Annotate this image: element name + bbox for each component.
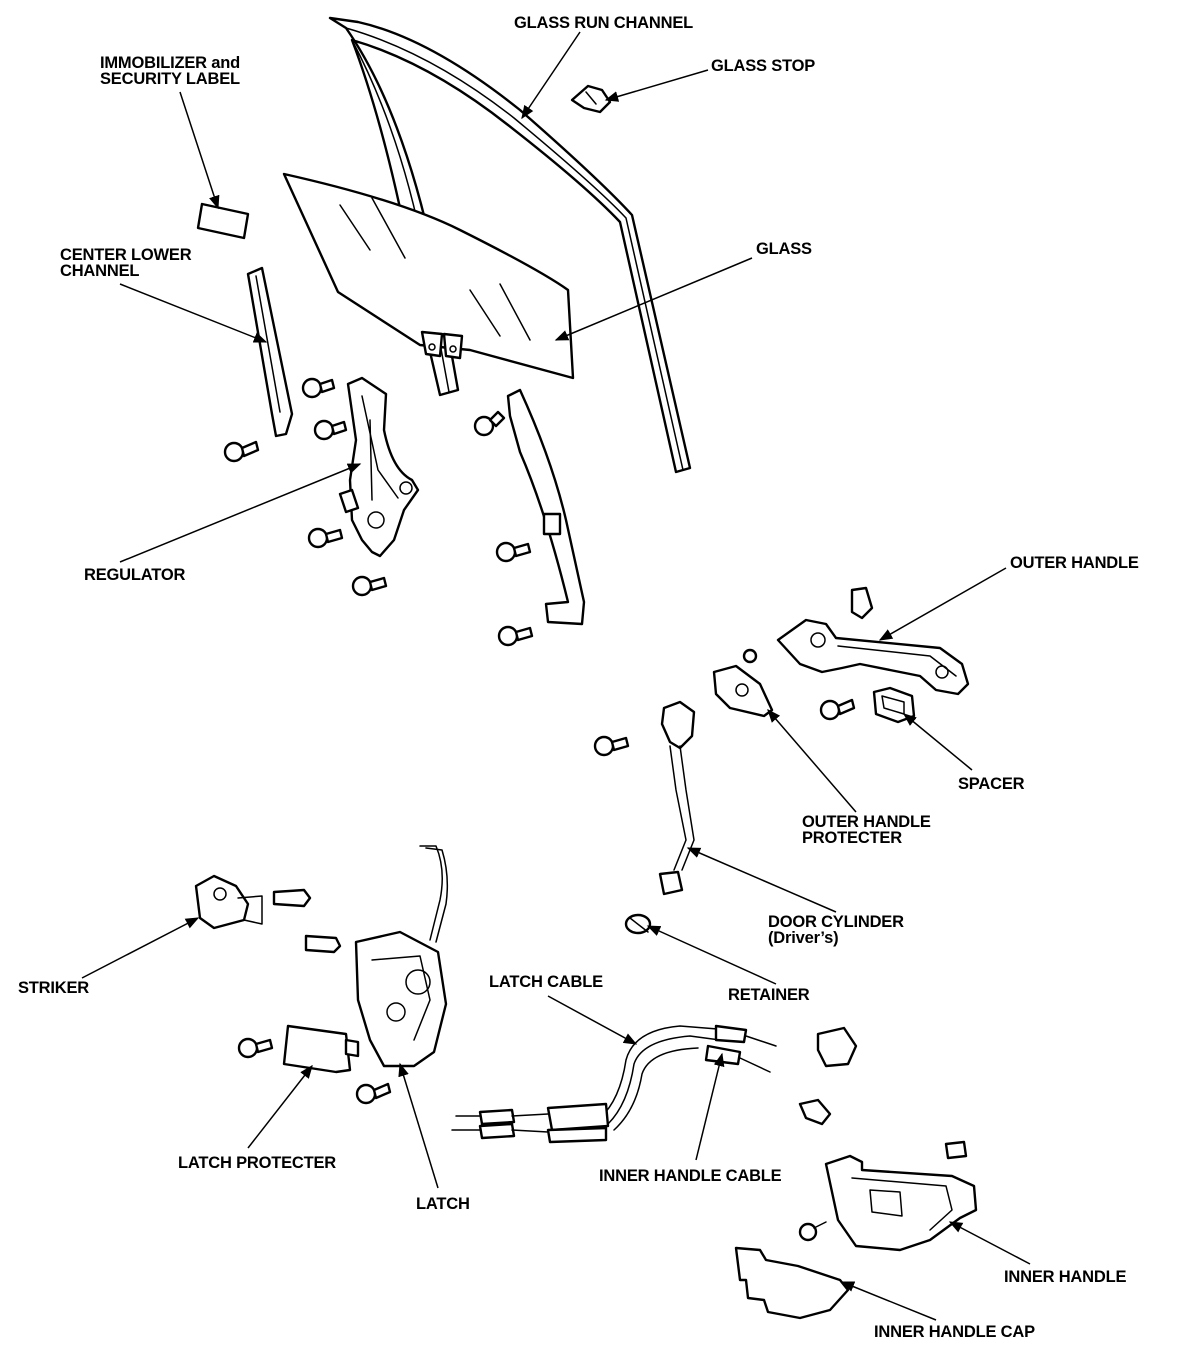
outer-handle-protecter-part <box>712 664 774 718</box>
leader-glass-run-channel <box>521 31 581 120</box>
outer-handle-part <box>776 586 970 696</box>
label-latch-cable: LATCH CABLE <box>489 973 603 991</box>
label-outer-handle-protecter-line1: OUTER HANDLE <box>802 813 931 831</box>
label-outer-handle: OUTER HANDLE <box>1010 554 1139 572</box>
label-latch-protecter: LATCH PROTECTER <box>178 1154 336 1172</box>
rear-lower-channel-part <box>506 388 586 626</box>
latch-protecter-part <box>282 1024 360 1074</box>
bolt-2 <box>313 419 348 441</box>
leader-inner-handle <box>948 1221 1031 1265</box>
leader-outer-handle-protecter <box>767 708 857 813</box>
leader-immobilizer <box>179 91 220 210</box>
label-inner-handle-cable: INNER HANDLE CABLE <box>599 1167 782 1185</box>
label-door-cylinder-line1: DOOR CYLINDER <box>768 913 904 931</box>
leader-glass-stop <box>604 69 709 102</box>
label-retainer: RETAINER <box>728 986 810 1004</box>
glass-stop-part <box>570 84 612 114</box>
bolt-7 <box>495 541 532 563</box>
inner-handle-part <box>824 1154 978 1252</box>
label-outer-handle-protecter-line2: PROTECTER <box>802 829 902 847</box>
bolt-12 <box>237 1037 274 1059</box>
leader-retainer <box>646 925 777 985</box>
latch-cable-part <box>451 1024 777 1144</box>
leader-spacer <box>902 713 973 771</box>
screw-1 <box>272 888 312 908</box>
label-regulator: REGULATOR <box>84 566 185 584</box>
bolt-3 <box>223 440 260 463</box>
leader-lines <box>81 31 1031 1321</box>
label-inner-handle-cap: INNER HANDLE CAP <box>874 1323 1035 1341</box>
bolt-13 <box>355 1082 392 1105</box>
bolt-10 <box>819 698 856 721</box>
label-latch: LATCH <box>416 1195 470 1213</box>
door-glass-part <box>282 172 575 380</box>
bolt-9 <box>593 735 630 757</box>
label-glass-run-channel: GLASS RUN CHANNEL <box>514 14 693 32</box>
leader-inner-handle-cable <box>695 1052 725 1161</box>
leader-regulator <box>119 463 362 563</box>
label-door-cylinder-line2: (Driver’s) <box>768 929 838 947</box>
leader-striker <box>81 917 200 979</box>
label-spacer: SPACER <box>958 775 1025 793</box>
immobilizer-label-part <box>196 202 250 240</box>
bolt-group <box>223 377 856 1242</box>
label-glass: GLASS <box>756 240 812 258</box>
label-center-lower-line1: CENTER LOWER <box>60 246 192 264</box>
leader-glass <box>554 257 753 341</box>
bolt-11 <box>742 648 758 664</box>
center-lower-channel-part <box>246 266 294 438</box>
bolt-6 <box>473 410 506 437</box>
bolt-1 <box>301 377 336 399</box>
label-inner-handle: INNER HANDLE <box>1004 1268 1126 1286</box>
bolt-8 <box>497 625 534 647</box>
latch-part <box>354 845 449 1068</box>
regulator-part <box>338 376 420 558</box>
label-immobilizer-line2: SECURITY LABEL <box>100 70 240 88</box>
leader-door-cylinder <box>686 847 837 913</box>
leader-outer-handle <box>878 567 1007 641</box>
striker-part <box>194 874 263 930</box>
screw-3 <box>798 1221 827 1242</box>
labels: GLASS RUN CHANNEL GLASS STOP IMMOBILIZER… <box>18 14 1139 1341</box>
bolt-5 <box>351 575 388 597</box>
leader-center-lower-channel <box>119 283 268 343</box>
door-cylinder-part <box>658 700 696 896</box>
leader-latch <box>398 1062 439 1189</box>
leader-latch-cable <box>547 995 638 1045</box>
screw-2 <box>304 934 342 954</box>
bolt-4 <box>307 527 344 549</box>
leader-inner-handle-cap <box>840 1281 937 1321</box>
label-center-lower-line2: CHANNEL <box>60 262 139 280</box>
inner-handle-cap-part <box>734 1246 850 1320</box>
leader-latch-protecter <box>247 1064 313 1149</box>
label-immobilizer-line1: IMMOBILIZER and <box>100 54 240 72</box>
label-striker: STRIKER <box>18 979 89 997</box>
retainer-part <box>624 913 652 935</box>
clip-parts <box>798 1026 968 1160</box>
label-glass-stop: GLASS STOP <box>711 57 815 75</box>
